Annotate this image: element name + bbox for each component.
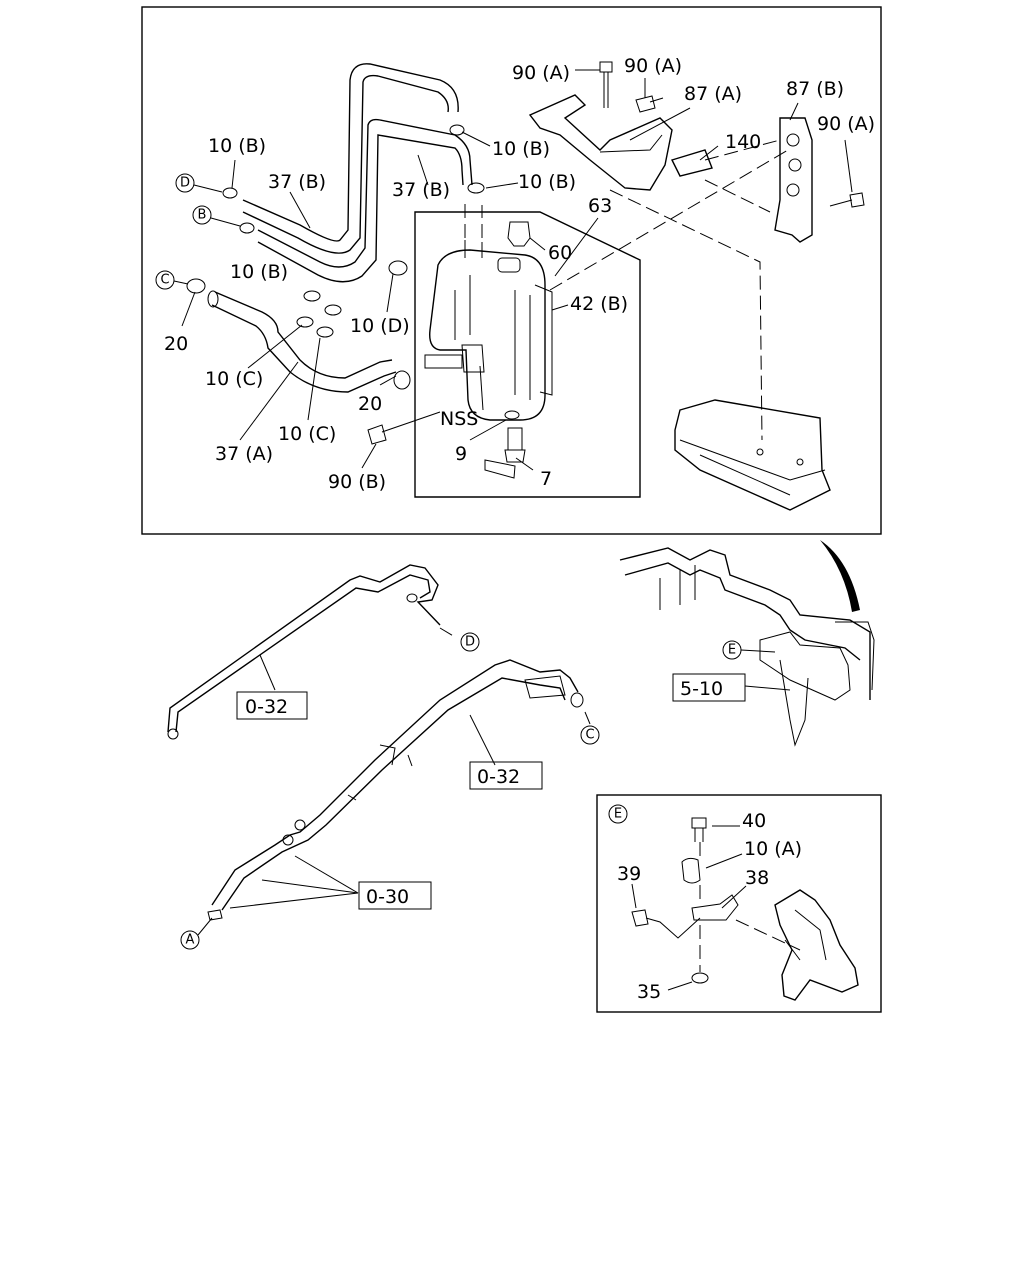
- label-9: 9: [455, 443, 467, 465]
- label-35: 35: [637, 981, 661, 1003]
- svg-text:E: E: [614, 807, 622, 822]
- ref-510: 5-10: [680, 678, 723, 700]
- label-10d: 10 (D): [350, 315, 410, 337]
- pipe-lower-032: C: [207, 659, 600, 921]
- label-63: 63: [588, 195, 612, 217]
- label-90a-2: 90 (A): [624, 55, 682, 77]
- labels-top: 90 (A) 90 (A) 87 (A) 87 (B) 90 (A) 140 1…: [164, 55, 875, 493]
- svg-text:D: D: [180, 176, 190, 191]
- clamps-left: [186, 124, 485, 390]
- leaders-030: A: [180, 855, 359, 950]
- main-frame: [141, 6, 882, 535]
- label-10b-2: 10 (B): [492, 138, 550, 160]
- label-60: 60: [548, 242, 572, 264]
- label-10c-2: 10 (C): [278, 423, 336, 445]
- detail-e-frame: [596, 794, 882, 1013]
- label-7: 7: [540, 468, 552, 490]
- part-140: [671, 149, 713, 177]
- marker-e-box: E: [608, 804, 628, 824]
- label-140: 140: [725, 131, 761, 153]
- ref-030: 0-30: [366, 886, 409, 908]
- label-87a: 87 (A): [684, 83, 742, 105]
- svg-text:D: D: [465, 635, 475, 650]
- hose-37b: [242, 63, 473, 283]
- ref-032-a: 0-32: [245, 696, 288, 718]
- marker-d-top: D: [175, 173, 223, 193]
- label-40: 40: [742, 810, 766, 832]
- bracket-87b: [774, 117, 813, 243]
- leaders-top: [181, 69, 853, 471]
- cap-60: [507, 221, 531, 247]
- svg-text:B: B: [198, 208, 207, 223]
- reservoir-tank: [424, 240, 553, 421]
- svg-text:A: A: [186, 933, 195, 948]
- ref-box-030: [358, 881, 432, 910]
- label-10b-1: 10 (B): [208, 135, 266, 157]
- marker-c-top: C: [155, 270, 189, 290]
- label-90b: 90 (B): [328, 471, 386, 493]
- label-37b-1: 37 (B): [268, 171, 326, 193]
- label-87b: 87 (B): [786, 78, 844, 100]
- label-37a: 37 (A): [215, 443, 273, 465]
- label-10b-3: 10 (B): [518, 171, 576, 193]
- marker-b-top: B: [192, 205, 241, 227]
- ref-box-032-a: [236, 691, 308, 720]
- svg-text:C: C: [585, 728, 594, 743]
- svg-text:E: E: [728, 643, 736, 658]
- label-90a-1: 90 (A): [512, 62, 570, 84]
- chassis-view: [619, 540, 875, 747]
- label-20-1: 20: [164, 333, 188, 355]
- tank-subframe: [414, 211, 641, 498]
- ref-box-510: [672, 673, 746, 702]
- ref-box-032-b: [469, 761, 543, 790]
- ref-032-b: 0-32: [477, 766, 520, 788]
- label-37b-2: 37 (B): [392, 179, 450, 201]
- svg-text:C: C: [160, 273, 169, 288]
- pipe-upper-032: D: [167, 564, 480, 740]
- label-20-2: 20: [358, 393, 382, 415]
- label-nss: NSS: [440, 408, 478, 430]
- label-90a-3: 90 (A): [817, 113, 875, 135]
- label-42b: 42 (B): [570, 293, 628, 315]
- label-38: 38: [745, 867, 769, 889]
- marker-e-mid: E: [722, 640, 776, 660]
- label-10c-1: 10 (C): [205, 368, 263, 390]
- frame-rail-top: [674, 399, 831, 511]
- bolts: [367, 61, 865, 445]
- detail-e-parts: [631, 817, 859, 1001]
- sensor-7: [484, 427, 526, 479]
- label-39: 39: [617, 863, 641, 885]
- label-10b-4: 10 (B): [230, 261, 288, 283]
- label-10a: 10 (A): [744, 838, 802, 860]
- bracket-87a: [528, 94, 673, 191]
